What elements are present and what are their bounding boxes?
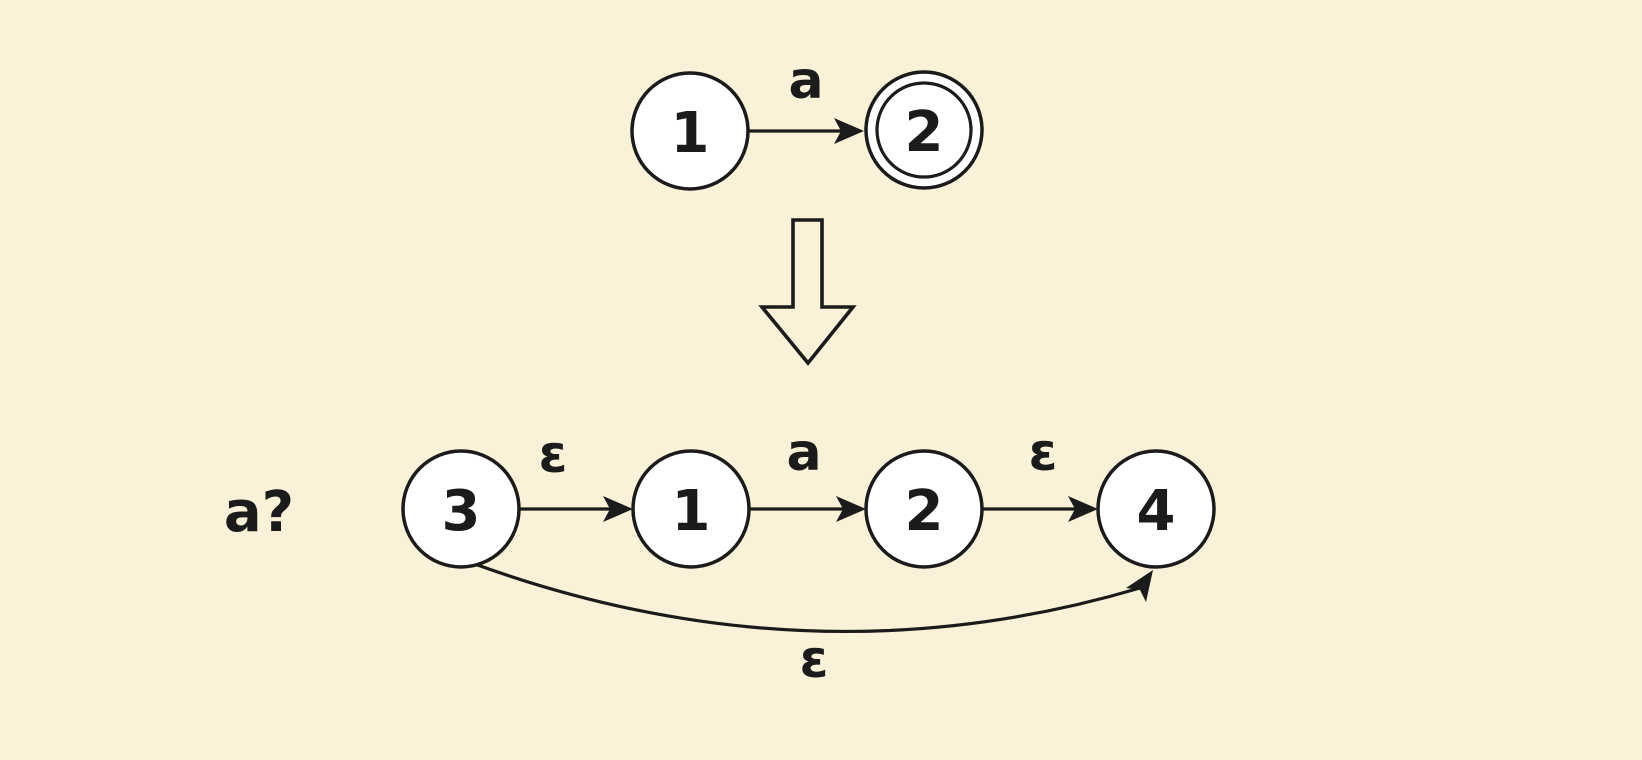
top-state-2-inner-circle [875, 81, 973, 179]
bottom-machine: a? ε 3 ε 1 a 2 ε [224, 423, 1216, 690]
top-state-1-label: 1 [671, 101, 710, 166]
bottom-state-3-label: 3 [442, 479, 481, 544]
transform-down-arrow-icon [758, 218, 857, 366]
bottom-state-1-label: 1 [672, 479, 711, 544]
arrowhead-2-4-icon [1068, 496, 1098, 522]
top-state-2-label: 2 [905, 100, 944, 165]
regex-label: a? [224, 480, 294, 545]
arrowhead-1-2-icon [836, 496, 866, 522]
transition-label-3-1: ε [539, 425, 568, 485]
bottom-state-4-circle [1096, 449, 1216, 569]
transition-label-2-4: ε [1029, 423, 1058, 483]
top-state-2-outer-circle [864, 70, 984, 190]
bottom-state-2-label: 2 [905, 479, 944, 544]
top-transition-label-a: a [788, 51, 823, 111]
top-arrowhead-icon [834, 118, 864, 144]
transition-label-3-4: ε [800, 630, 829, 690]
top-machine: 1 a 2 [630, 51, 984, 191]
curve-arrowhead-icon [1126, 570, 1153, 602]
arrowhead-3-1-icon [603, 496, 633, 522]
transition-label-1-2: a [786, 423, 821, 483]
transition-curve-3-4 [470, 561, 1142, 634]
bottom-state-4-label: 4 [1137, 479, 1176, 544]
